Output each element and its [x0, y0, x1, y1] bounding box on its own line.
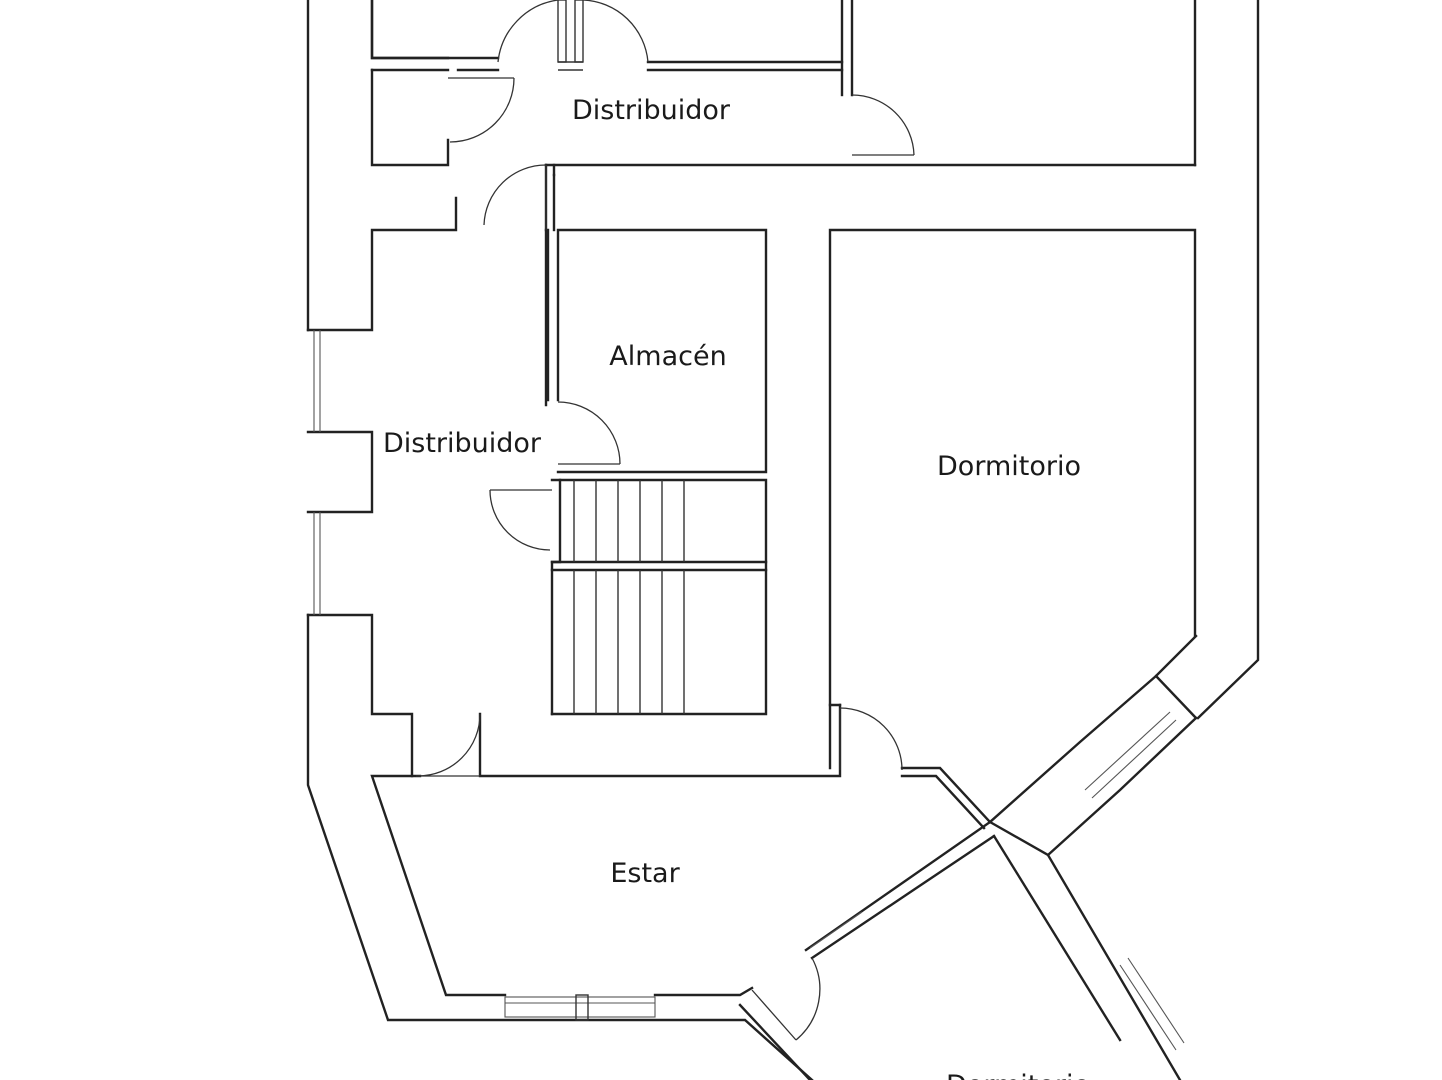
door-leaf-estar-bottom [751, 989, 797, 1041]
central-walls [370, 163, 1197, 1080]
estar-bottom-wall [653, 986, 754, 997]
dormitorio-bottom-wall [900, 766, 992, 824]
estar-top-wall [478, 703, 842, 778]
door-swing-estar-bottom [795, 957, 821, 1041]
door-swing-top-left [497, 0, 559, 63]
inner-wall-left-win [306, 430, 374, 514]
inner-wall-left-mid [306, 196, 458, 332]
windows [313, 330, 1185, 1051]
door-swing-corridor [483, 164, 547, 226]
door-swing-top-right-room [851, 94, 915, 156]
window-estar-right [809, 911, 863, 949]
dormitorio-bottom-divider [992, 834, 1122, 1042]
door-swing-dormitorio [839, 707, 903, 771]
room-label-dormitorio-bottom: Dormitorio [946, 1070, 1090, 1080]
door-swing-estar-left [417, 713, 481, 777]
top-room-right-wall [646, 0, 844, 64]
window-right-diag [1084, 711, 1171, 791]
inner-wall-left-box2 [370, 68, 450, 167]
window-mullion [575, 994, 589, 1021]
staircase [550, 478, 768, 716]
outer-wall-left-lower [306, 613, 814, 1080]
door-jamb-top-right [574, 0, 584, 63]
door-swing-almacen [557, 401, 621, 465]
inner-wall-right-diag [988, 634, 1198, 824]
outer-wall-right-diag [1046, 716, 1198, 1080]
outer-wall-right [1196, 0, 1260, 720]
room-label-distribuidor-left: Distribuidor [383, 428, 542, 459]
dormitorio-wall [828, 228, 1197, 707]
room-label-almacen: Almacén [609, 341, 726, 372]
inner-wall-left-upper [370, 0, 450, 60]
door-swing-left-box [449, 77, 515, 143]
room-label-distribuidor-top: Distribuidor [572, 95, 731, 126]
estar-left-wall [370, 774, 507, 997]
outer-walls [306, 0, 1260, 1080]
door-swing-top-right [582, 0, 649, 63]
window-lower-right-b [1127, 957, 1185, 1044]
top-rooms [370, 0, 1197, 167]
window-estar-bottom [504, 996, 656, 1018]
room-label-estar: Estar [610, 858, 680, 889]
inner-wall-left-low [306, 613, 414, 778]
top-room-left-wall [370, 0, 500, 60]
estar-right-diag2 [810, 834, 996, 960]
room-labels: Distribuidor Almacén Distribuidor Dormit… [383, 95, 1090, 1080]
lower-right-diag [738, 1003, 812, 1080]
doors [416, 0, 915, 1041]
window-right-diag-b [1091, 719, 1177, 799]
door-jamb-top-left [557, 0, 567, 63]
room-label-dormitorio: Dormitorio [937, 451, 1081, 482]
door-swing-stair [489, 489, 551, 551]
window-lower-right [1119, 964, 1177, 1051]
almacen-wall [556, 228, 768, 474]
stair-enclosure [550, 478, 768, 716]
estar-right-diag [804, 820, 1050, 952]
stair-left-wall [550, 478, 562, 716]
outer-wall-right-low [1154, 674, 1198, 720]
dormitorio-bottom-wall2 [900, 774, 986, 830]
